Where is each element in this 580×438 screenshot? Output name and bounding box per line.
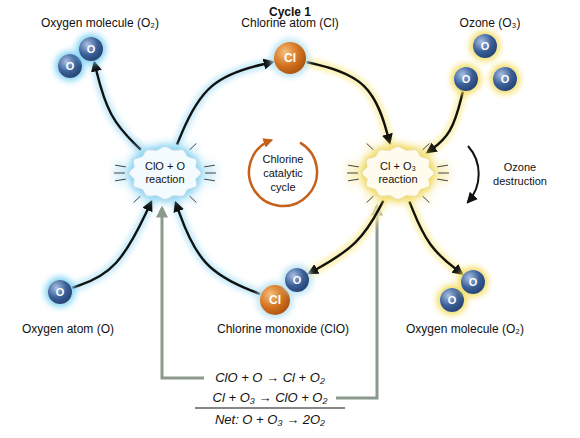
reaction-arrow-group	[176, 203, 260, 294]
reaction-arrow-group	[177, 62, 272, 144]
atom-symbol: O	[481, 41, 490, 52]
edge-glow	[177, 62, 272, 144]
reaction-arrow-group	[72, 202, 151, 288]
atom-symbol: O	[501, 74, 510, 85]
molecule-label: Oxygen molecule (O₂)	[16, 16, 184, 31]
reaction-arrow	[428, 92, 463, 153]
burst-tick	[367, 196, 374, 202]
atom-circle: O	[58, 54, 82, 78]
reaction-arrow	[307, 62, 390, 143]
catalytic-cycle-arrow	[249, 140, 317, 206]
reaction-arrow-group	[309, 201, 383, 273]
reaction-arrow	[177, 62, 272, 144]
reaction-label: ClO + O reaction	[136, 160, 194, 186]
atom-circle: Cl	[260, 285, 290, 315]
atom-symbol: Cl	[284, 52, 296, 64]
burst-tick	[190, 143, 197, 149]
burst-tick	[115, 165, 126, 167]
edge-glow	[307, 62, 390, 143]
reaction-arrow	[409, 202, 461, 274]
edge-glow	[94, 63, 140, 150]
reaction-arrow	[72, 202, 151, 288]
equation: Cl + O₃ → ClO + O₂	[160, 390, 380, 406]
reaction-arrow-group	[428, 92, 463, 153]
burst-tick	[347, 173, 358, 174]
burst-tick	[437, 165, 448, 167]
molecule-group: Oxygen molecule (O₂)OO	[395, 262, 535, 339]
burst-tick	[423, 196, 430, 202]
burst-cloud	[362, 147, 434, 200]
molecule-label: Oxygen molecule (O₂)	[381, 322, 549, 337]
reaction-arrow	[94, 63, 140, 150]
decorations	[162, 140, 479, 408]
molecule-label: Chlorine atom (Cl)	[214, 16, 366, 31]
burst-tick	[348, 179, 359, 181]
burst-tick	[423, 143, 430, 149]
reaction-text-holder: Cl + O₃ reaction	[343, 160, 453, 186]
reaction-arrow-group	[94, 63, 140, 150]
edge-glow	[309, 201, 383, 273]
atom-circle: Cl	[274, 42, 306, 74]
edge-glow	[176, 203, 260, 294]
molecule-label: Ozone (O₃)	[426, 16, 554, 31]
equation: ClO + O → Cl + O₂	[160, 370, 380, 386]
net-equation: Net: O + O₃ → 2O₂	[160, 412, 380, 428]
cycle-label: Chlorine catalytic cycle	[250, 152, 316, 194]
molecule-group: Oxygen molecule (O₂)OO	[30, 14, 170, 82]
burst-tick	[205, 173, 216, 174]
burst-tick	[115, 179, 126, 181]
burst-tick	[348, 165, 359, 167]
atom-circle: O	[285, 268, 309, 292]
burst-tick	[204, 165, 215, 167]
atom-symbol: O	[56, 287, 65, 298]
atom-symbol: O	[448, 295, 457, 306]
atom-circle: O	[454, 67, 478, 91]
reaction-text-holder: ClO + O reaction	[110, 160, 220, 186]
reaction-arrow-group	[307, 62, 390, 143]
atom-circle: O	[461, 270, 485, 294]
burst-tick	[134, 143, 141, 149]
molecule-group: Chlorine monoxide (ClO)ClO	[208, 262, 358, 339]
molecule-group: Ozone (O₃)OOO	[440, 14, 540, 96]
burst-tick	[438, 173, 449, 174]
atom-symbol: O	[293, 275, 302, 286]
burst-tick	[190, 196, 197, 202]
burst-tick	[114, 173, 125, 174]
reaction-label: Cl + O₃ reaction	[369, 160, 427, 186]
atom-circle: O	[440, 288, 464, 312]
molecule-label: Chlorine monoxide (ClO)	[194, 322, 372, 337]
atom-circle: O	[79, 37, 103, 61]
atom-symbol: Cl	[269, 294, 281, 306]
atom-symbol: O	[462, 74, 471, 85]
atom-circle: O	[493, 67, 517, 91]
atom-circle: O	[48, 280, 72, 304]
ozone-destruction-arrow	[468, 146, 479, 202]
reaction-burst-node: ClO + O reaction	[110, 131, 220, 215]
molecule-group: Chlorine atom (Cl)Cl	[228, 14, 352, 78]
reaction-arrow	[309, 201, 383, 273]
reaction-arrow-group	[409, 202, 461, 274]
sum-rule	[195, 407, 345, 408]
burst-tick	[204, 179, 215, 181]
atom-symbol: O	[469, 277, 478, 288]
burst-tick	[134, 196, 141, 202]
reaction-burst-node: Cl + O₃ reaction	[343, 131, 453, 215]
burst-tick	[367, 143, 374, 149]
edge-glow	[409, 202, 461, 274]
molecule-label: Oxygen atom (O)	[0, 322, 140, 337]
burst-cloud	[129, 147, 201, 200]
edge-glow	[72, 202, 151, 288]
atom-symbol: O	[87, 44, 96, 55]
connectors	[72, 62, 463, 294]
edge-glow	[428, 92, 463, 153]
molecule-group: Oxygen atom (O)O	[10, 275, 126, 339]
reaction-arrow	[176, 203, 260, 294]
process-label: Ozone destruction	[484, 160, 556, 188]
atom-circle: O	[473, 34, 497, 58]
burst-tick	[437, 179, 448, 181]
atom-symbol: O	[66, 61, 75, 72]
